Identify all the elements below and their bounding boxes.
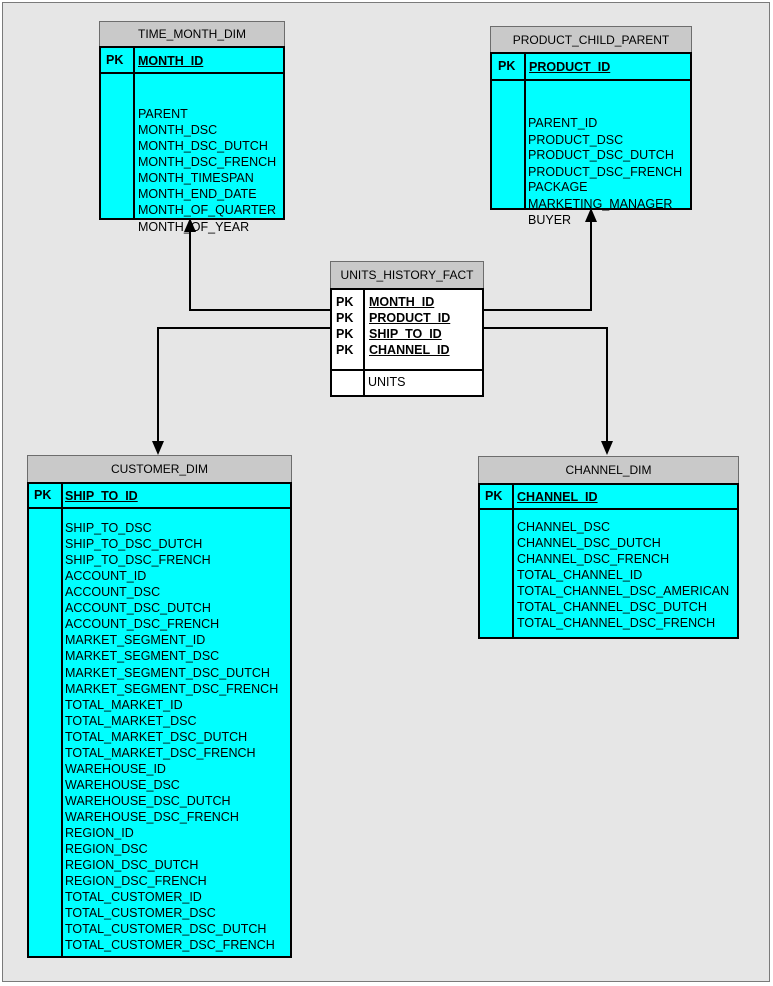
entity-customer-dim[interactable]: CUSTOMER_DIM PK SHIP_TO_ID SHIP_TO_DSC SH…	[27, 455, 292, 958]
entity-title: UNITS_HISTORY_FACT	[330, 261, 484, 289]
entity-body: PK SHIP_TO_ID SHIP_TO_DSC SHIP_TO_DSC_DUT…	[27, 482, 292, 958]
pk-tag: PK	[336, 343, 354, 357]
pk-field: SHIP_TO_ID	[369, 327, 442, 341]
entity-time-month-dim[interactable]: TIME_MONTH_DIM PK MONTH_ID PARENT MONTH_…	[99, 21, 285, 234]
attribute: BUYER	[528, 213, 572, 227]
connector-fact-to-product	[483, 222, 592, 311]
attribute: WAREHOUSE_DSC_DUTCH	[65, 793, 231, 808]
attribute: ACCOUNT_ID	[65, 569, 147, 584]
entity-body: PK CHANNEL_ID CHANNEL_DSC CHANNEL_DSC_DU…	[478, 483, 739, 639]
connector-fact-to-customer	[157, 327, 331, 442]
attribute: TOTAL_MARKET_ID	[65, 697, 183, 712]
attribute: MONTH_TIMESPAN	[138, 171, 254, 185]
entity-title: CHANNEL_DIM	[478, 456, 739, 484]
attribute: SHIP_TO_DSC_DUTCH	[65, 537, 203, 551]
entity-body: PK PRODUCT_ID PARENT_ID PRODUCT_DSC PROD…	[490, 52, 692, 227]
attribute: WAREHOUSE_ID	[65, 761, 166, 776]
attribute: SHIP_TO_DSC	[65, 521, 152, 535]
pk-field: MONTH_ID	[369, 295, 435, 309]
pk-tag: PK	[106, 53, 124, 67]
pk-field: SHIP_TO_ID	[65, 489, 138, 503]
attribute: MARKET_SEGMENT_DSC_FRENCH	[65, 681, 279, 696]
entity-body: PK PK PK PK MONTH_ID PRODUCT_ID SHIP_TO_…	[330, 288, 484, 397]
entity-title-text: TIME_MONTH_DIM	[138, 27, 246, 41]
attribute: MONTH_END_DATE	[138, 187, 257, 201]
attribute: TOTAL_CHANNEL_DSC_FRENCH	[517, 616, 716, 630]
entity-channel-dim[interactable]: CHANNEL_DIM PK CHANNEL_ID CHANNEL_DSC CH…	[478, 456, 739, 639]
attribute: MONTH_DSC	[138, 123, 218, 137]
arrowhead-time-month	[184, 218, 196, 232]
attribute: REGION_ID	[65, 825, 134, 840]
attribute: REGION_DSC_DUTCH	[65, 858, 199, 873]
pk-tag: PK	[485, 489, 503, 503]
attribute: PRODUCT_DSC	[528, 133, 624, 147]
arrowhead-customer	[152, 441, 164, 455]
pk-tag: PK	[336, 327, 354, 341]
attribute: TOTAL_MARKET_DSC	[65, 713, 197, 728]
attribute: TOTAL_CUSTOMER_ID	[65, 890, 202, 905]
attribute: MARKET_SEGMENT_DSC_DUTCH	[65, 665, 270, 680]
entity-title-text: UNITS_HISTORY_FACT	[340, 268, 474, 282]
connector-fact-to-channel	[483, 327, 608, 442]
entity-product-child-parent[interactable]: PRODUCT_CHILD_PARENT PK PRODUCT_ID PAREN…	[490, 26, 692, 227]
pk-field: PRODUCT_ID	[529, 60, 611, 74]
entity-title-text: CUSTOMER_DIM	[110, 462, 209, 476]
attribute: PARENT_ID	[528, 116, 598, 130]
attribute: TOTAL_CHANNEL_ID	[517, 568, 643, 582]
pk-field: PRODUCT_ID	[369, 311, 451, 325]
attribute: CHANNEL_DSC_DUTCH	[517, 536, 661, 550]
attribute: PACKAGE	[528, 180, 588, 194]
attribute: REGION_DSC_FRENCH	[65, 874, 207, 889]
attribute: TOTAL_CUSTOMER_DSC_FRENCH	[65, 938, 275, 953]
attribute: MARKET_SEGMENT_ID	[65, 633, 206, 648]
attribute: WAREHOUSE_DSC	[65, 777, 180, 792]
entity-units-history-fact[interactable]: UNITS_HISTORY_FACT PK PK PK PK MONTH_ID …	[330, 261, 484, 397]
entity-title-text: CHANNEL_DIM	[565, 463, 652, 477]
attribute: ACCOUNT_DSC_FRENCH	[65, 617, 220, 632]
entity-title-text: PRODUCT_CHILD_PARENT	[512, 32, 670, 47]
attribute: REGION_DSC	[65, 842, 148, 856]
pk-tag: PK	[498, 59, 516, 73]
entity-body: PK MONTH_ID PARENT MONTH_DSC MONTH_DSC_D…	[99, 46, 285, 234]
attribute: TOTAL_MARKET_DSC_FRENCH	[65, 745, 256, 760]
attribute: SHIP_TO_DSC_FRENCH	[65, 553, 211, 568]
arrowhead-product	[585, 208, 597, 222]
pk-tag: PK	[336, 311, 354, 325]
attribute: PRODUCT_DSC_FRENCH	[528, 165, 683, 179]
attribute: TOTAL_CUSTOMER_DSC	[65, 906, 216, 921]
connector-fact-to-time-month	[189, 230, 331, 311]
attribute: UNITS	[368, 375, 406, 389]
entity-title: TIME_MONTH_DIM	[99, 21, 285, 47]
attribute: TOTAL_CUSTOMER_DSC_DUTCH	[65, 922, 267, 937]
attribute: MONTH_DSC_DUTCH	[138, 139, 268, 153]
entity-title: PRODUCT_CHILD_PARENT	[490, 26, 692, 53]
attribute: MONTH_OF_QUARTER	[138, 203, 276, 217]
attribute: PARENT	[138, 107, 188, 121]
attribute: TOTAL_CHANNEL_DSC_AMERICAN	[517, 584, 730, 598]
attribute: ACCOUNT_DSC	[65, 585, 161, 600]
pk-field: CHANNEL_ID	[517, 490, 598, 504]
pk-tag: PK	[34, 488, 52, 502]
attribute: CHANNEL_DSC	[517, 520, 611, 534]
attribute: CHANNEL_DSC_FRENCH	[517, 552, 670, 566]
attribute: MONTH_OF_YEAR	[138, 220, 250, 234]
attribute: MARKET_SEGMENT_DSC	[65, 649, 220, 664]
attribute: MONTH_DSC_FRENCH	[138, 155, 277, 169]
attribute: TOTAL_CHANNEL_DSC_DUTCH	[517, 600, 707, 614]
attribute: TOTAL_MARKET_DSC_DUTCH	[65, 729, 248, 744]
pk-field: MONTH_ID	[138, 54, 204, 68]
pk-field: CHANNEL_ID	[369, 343, 450, 357]
entity-title: CUSTOMER_DIM	[27, 455, 292, 483]
attribute: ACCOUNT_DSC_DUTCH	[65, 601, 211, 616]
attribute: PRODUCT_DSC_DUTCH	[528, 148, 674, 162]
attribute: WAREHOUSE_DSC_FRENCH	[65, 809, 239, 824]
pk-tag: PK	[336, 295, 354, 309]
attribute: MARKETING_MANAGER	[528, 197, 673, 211]
arrowhead-channel	[601, 441, 613, 455]
